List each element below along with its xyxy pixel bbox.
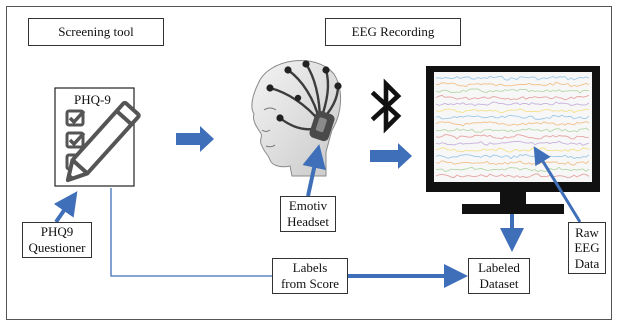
phq-title: PHQ-9 — [74, 92, 111, 107]
eeg-trace — [435, 127, 590, 133]
eeg-trace — [435, 153, 590, 160]
eeg-trace — [435, 94, 590, 101]
eeg-trace — [435, 81, 590, 88]
eeg-trace — [435, 114, 590, 120]
eeg-recording-label: EEG Recording — [325, 18, 461, 46]
checklist-pencil-icon — [54, 87, 141, 187]
arrow-emotiv-label-to-headset — [302, 144, 326, 197]
raw-eeg-data-label: Raw EEG Data — [568, 222, 606, 274]
flow-arrows — [53, 126, 582, 288]
eeg-trace — [435, 147, 590, 153]
eeg-trace — [435, 134, 590, 140]
arrow-raw-eeg-label-to-screen — [533, 146, 582, 223]
eeg-trace — [435, 88, 590, 94]
eeg-trace — [435, 166, 590, 173]
eeg-trace — [435, 108, 590, 114]
eeg-trace — [435, 121, 590, 127]
connector-checklist-to-labels — [110, 188, 272, 277]
monitor-eeg-icon — [426, 66, 600, 214]
eeg-trace — [435, 140, 590, 146]
eeg-trace — [435, 173, 590, 179]
screening-tool-label: Screening tool — [28, 18, 164, 46]
arrow-head-to-monitor — [370, 143, 412, 169]
eeg-trace — [435, 160, 590, 166]
eeg-trace — [435, 101, 590, 107]
emotiv-headset-label: Emotiv Headset — [280, 196, 336, 232]
arrow-questioner-to-checklist — [53, 191, 78, 224]
labeled-dataset-label: Labeled Dataset — [468, 258, 530, 294]
arrow-checklist-to-head — [176, 126, 214, 152]
head-with-eeg-headset-icon — [251, 60, 342, 177]
diagram-frame — [6, 6, 612, 320]
eeg-trace — [435, 75, 590, 81]
labels-from-score-label: Labels from Score — [272, 258, 348, 294]
phq9-questioner-label: PHQ9 Questioner — [22, 222, 92, 258]
bluetooth-icon — [370, 78, 402, 134]
